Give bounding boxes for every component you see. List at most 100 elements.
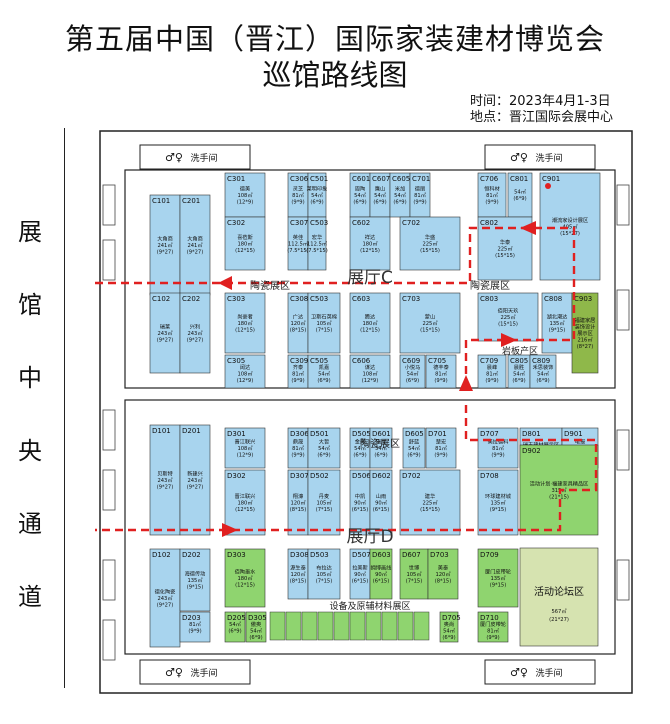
booth-name: 中凯 — [355, 492, 365, 500]
booth-detail: (6*9) — [513, 196, 526, 202]
booth-id: D603 — [372, 551, 391, 559]
booth-detail: 225㎡ — [422, 239, 438, 247]
booth-detail: (6*9) — [374, 452, 387, 458]
booth-name: 佰阳天玖 — [498, 306, 520, 314]
booth-name: 建华 — [425, 492, 435, 500]
booth-detail: 54㎡ — [513, 370, 526, 378]
booth-box — [224, 427, 266, 469]
booth-name: 新建兴 — [187, 469, 203, 477]
booth-name: 布拉达 — [316, 563, 332, 571]
booth-box — [224, 172, 266, 218]
booth-detail: 54㎡ — [374, 191, 387, 199]
booth-id: D205 — [227, 614, 246, 622]
booth-box — [179, 424, 211, 536]
booth-detail: 54㎡ — [514, 188, 527, 196]
booth-name: 齐泰 — [293, 363, 304, 371]
booth-detail: (9*9) — [188, 629, 201, 635]
booth-detail: 81㎡ — [435, 444, 448, 452]
booth-box — [179, 292, 211, 374]
booth-detail: (9*27) — [187, 484, 204, 490]
booth-detail: 54㎡ — [443, 627, 456, 635]
booth-id: C303 — [227, 295, 245, 303]
small-booth — [365, 611, 382, 641]
booth-detail: (9*15) — [187, 584, 204, 590]
booth-box — [529, 354, 557, 389]
booth-detail: 405㎡ — [562, 222, 578, 230]
door-icon — [102, 409, 116, 451]
booth-box — [399, 354, 426, 389]
restroom-box — [139, 144, 251, 170]
booth-name: 丹麦 — [319, 492, 330, 500]
booth-detail: (12*15) — [360, 248, 380, 254]
booth-name: 活动计划·福建家具精品区 — [530, 479, 589, 487]
booth-box — [307, 292, 341, 354]
booth-id: D308 — [290, 551, 309, 559]
booth-id: C601 — [352, 175, 370, 183]
booth-detail: (15*15) — [495, 253, 515, 259]
booth-box — [369, 548, 393, 600]
booth-id: C309 — [290, 357, 308, 365]
booth-detail: (12*15) — [360, 327, 380, 333]
booth-detail: (9*27) — [187, 337, 204, 343]
booth-box — [439, 611, 459, 643]
booth-name: 舒蓝 — [409, 437, 419, 445]
booth-detail: (15*15) — [420, 507, 440, 513]
booth-name: 小悦马 — [405, 363, 421, 371]
booth-name: 卫斯石英棉 — [311, 312, 337, 320]
booth-detail: 81㎡ — [414, 191, 427, 199]
booth-name: 厦门皮带轮 — [480, 620, 506, 628]
booth-detail: (6*15) — [373, 578, 390, 584]
booth-detail: (7*15) — [316, 507, 333, 513]
booth-detail: (7*15) — [316, 578, 333, 584]
booth-id: D801 — [522, 430, 541, 438]
booth-name: 美拉德料 — [488, 437, 509, 445]
booth-id: D505 — [352, 430, 371, 438]
booth-id: C301 — [227, 175, 245, 183]
booth-detail: (12*15) — [235, 327, 255, 333]
booth-name: 瑞成 — [376, 437, 386, 445]
booth-box — [179, 548, 211, 612]
booth-box — [477, 354, 507, 389]
booth-detail: (6*9) — [512, 378, 525, 384]
booth-box — [402, 427, 426, 469]
restroom: ♂♀洗手间 — [484, 659, 596, 685]
booth-detail: 81㎡ — [487, 627, 500, 635]
small-booth — [397, 611, 414, 641]
booth-id: C503 — [310, 295, 328, 303]
booth-detail: (6*9) — [407, 452, 420, 458]
booth-detail: 108㎡ — [237, 370, 253, 378]
booth-name: 德美 — [240, 184, 250, 192]
booth-detail: (21*15) — [549, 494, 569, 500]
booth-name: 华泰 — [500, 238, 511, 246]
booth-detail: (12*9) — [237, 452, 254, 458]
side-label-char: 道 — [18, 583, 42, 611]
booth-detail: (9*9) — [291, 378, 304, 384]
hall-c-label: 展厅C — [347, 268, 393, 288]
booth-detail: 225㎡ — [422, 319, 438, 327]
small-booth — [349, 611, 366, 641]
booth-detail: 54㎡ — [318, 370, 331, 378]
door-icon — [616, 429, 630, 471]
booth-box — [477, 292, 539, 342]
booth-detail: (15*15) — [420, 327, 440, 333]
booth-id: C609 — [402, 357, 420, 365]
booth-detail: 81㎡ — [292, 191, 305, 199]
booth-detail: (8*15) — [290, 507, 307, 513]
booth-id: C102 — [152, 295, 170, 303]
side-label-char: 央 — [18, 437, 42, 465]
booth-detail: 180㎡ — [237, 319, 253, 327]
